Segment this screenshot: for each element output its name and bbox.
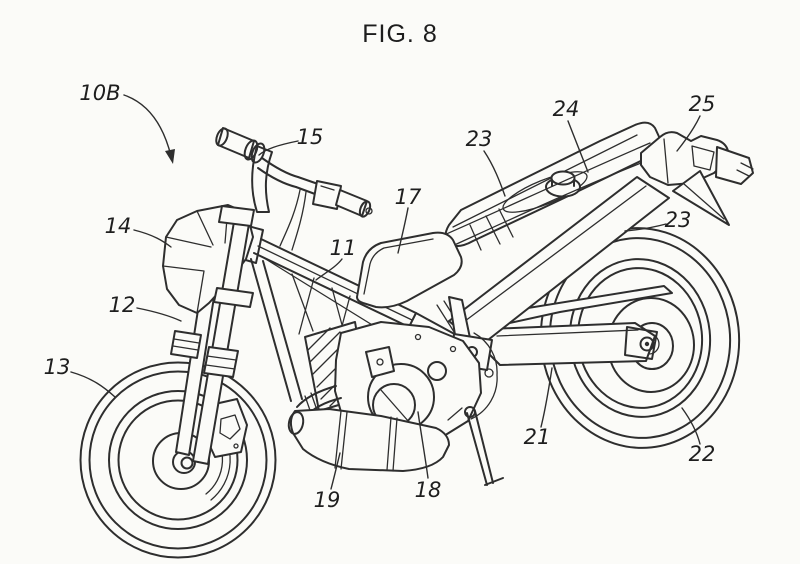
figure-title: FIG. 8 — [362, 20, 438, 48]
reference-label-rear-wheel: 22 — [689, 442, 716, 466]
swingarm-arm — [482, 322, 656, 366]
leader-line-front-cowl — [133, 229, 172, 248]
muffler — [289, 408, 450, 472]
leader-line-exhaust-muffler — [330, 452, 341, 490]
top-triple-clamp — [218, 205, 255, 227]
down-tube — [250, 258, 303, 402]
leader-line-tank-cover — [567, 120, 589, 173]
reference-label-handlebar: 15 — [297, 125, 324, 149]
reference-label-front-wheel: 13 — [44, 355, 71, 379]
reference-label-tank-cover: 24 — [553, 97, 580, 121]
reference-label-engine: 18 — [415, 478, 442, 502]
clutch-cover-arc — [470, 332, 498, 420]
reference-label-tail-unit: 25 — [689, 92, 716, 116]
reference-label-swingarm: 21 — [524, 425, 551, 449]
throttle-housing — [312, 180, 342, 210]
reference-label-front-cowl: 14 — [105, 214, 132, 238]
tail-unit — [640, 131, 754, 226]
reference-label-front-fork: 12 — [109, 293, 136, 317]
leader-line-seat-rail-front — [483, 150, 506, 197]
seat — [356, 231, 463, 309]
front-cowl — [162, 204, 254, 314]
reference-label-seat-rail-rear: 23 — [665, 208, 692, 232]
leader-line-frame — [315, 258, 343, 281]
lower-triple-clamp — [213, 287, 254, 308]
leader-line-front-fork — [136, 307, 182, 322]
footpeg-bracket — [365, 346, 395, 378]
axle-plate — [624, 326, 658, 360]
leader-line-swingarm — [540, 367, 553, 428]
leader-line-tail-unit — [676, 115, 701, 152]
leader-line-handlebar — [258, 140, 299, 156]
leader-line-front-wheel — [70, 371, 116, 398]
trellis-braces — [291, 273, 351, 342]
handlebar — [215, 127, 373, 251]
leader-line-rear-wheel — [681, 407, 701, 445]
reference-label-motorcycle-overall: 10B — [79, 81, 120, 105]
fork-boot — [203, 346, 239, 378]
tail-light — [715, 146, 754, 185]
fork-boot — [170, 330, 202, 359]
rear-axle — [639, 336, 655, 352]
swingarm — [482, 285, 673, 366]
leader-line-seat — [397, 207, 409, 254]
exhaust — [287, 385, 450, 472]
reference-label-frame: 11 — [330, 236, 357, 260]
labels-layer: 10B 15 14 12 13 17 11 23 24 25 23 21 22 19 18 — [44, 81, 716, 512]
leader-arrowhead — [165, 149, 175, 164]
reference-label-seat-rail-front: 23 — [466, 127, 493, 151]
front-fork-near — [192, 205, 255, 465]
leader-line-engine — [417, 411, 429, 479]
subframe-braces — [469, 208, 514, 251]
reference-label-seat: 17 — [395, 185, 422, 209]
control-cables — [279, 189, 307, 251]
reference-label-exhaust-muffler: 19 — [314, 488, 341, 512]
leader-line-motorcycle-overall — [123, 94, 172, 157]
leader-line-seat-rail-rear — [624, 223, 667, 232]
kickstand — [447, 406, 504, 486]
